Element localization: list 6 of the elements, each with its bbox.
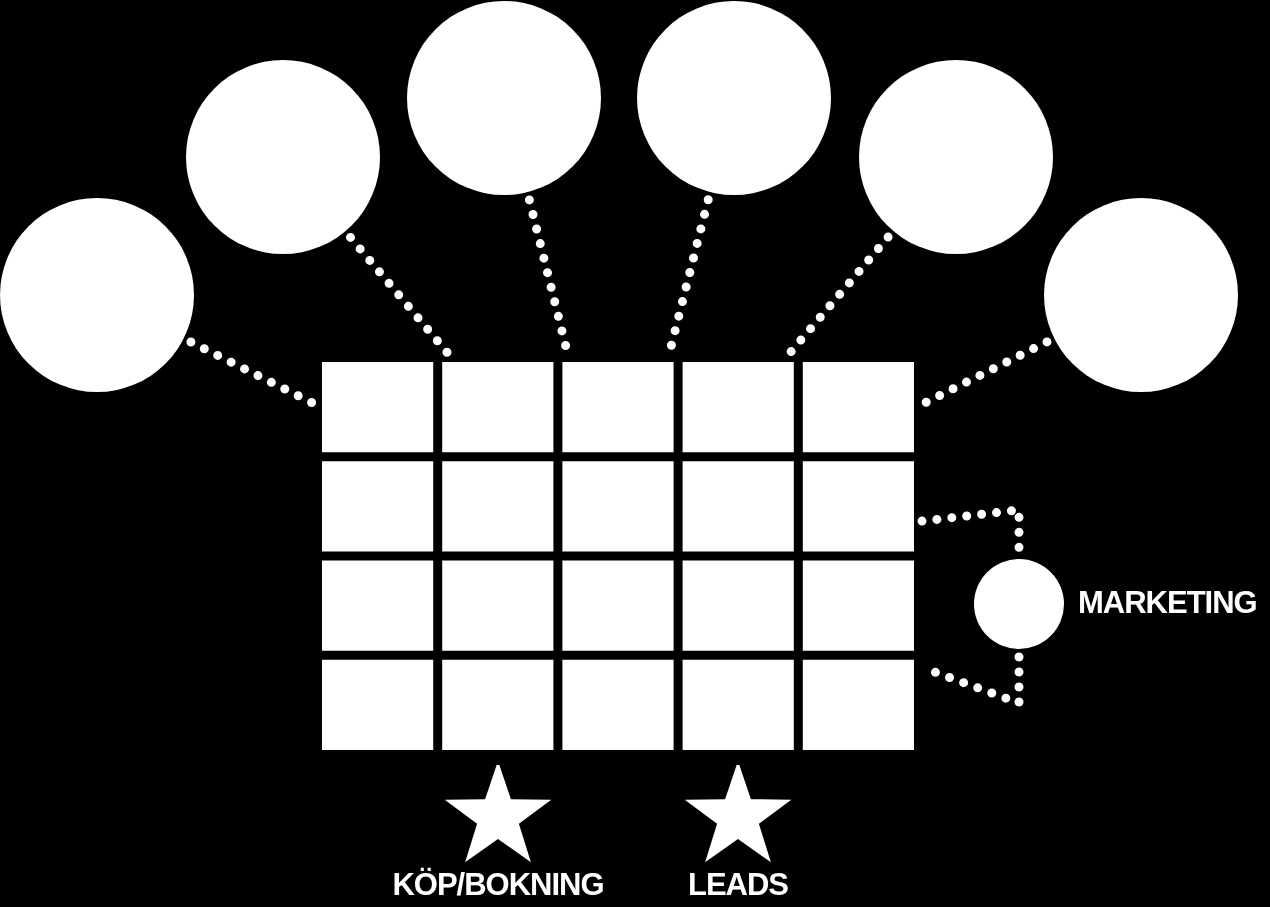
dotted-connector [346, 232, 453, 359]
dotted-connector [186, 337, 319, 409]
star-label: LEADS [686, 867, 790, 903]
star-label: KÖP/BOKNING [391, 867, 605, 903]
dotted-connector [784, 232, 893, 359]
node-label: MARKETING [1078, 585, 1257, 621]
